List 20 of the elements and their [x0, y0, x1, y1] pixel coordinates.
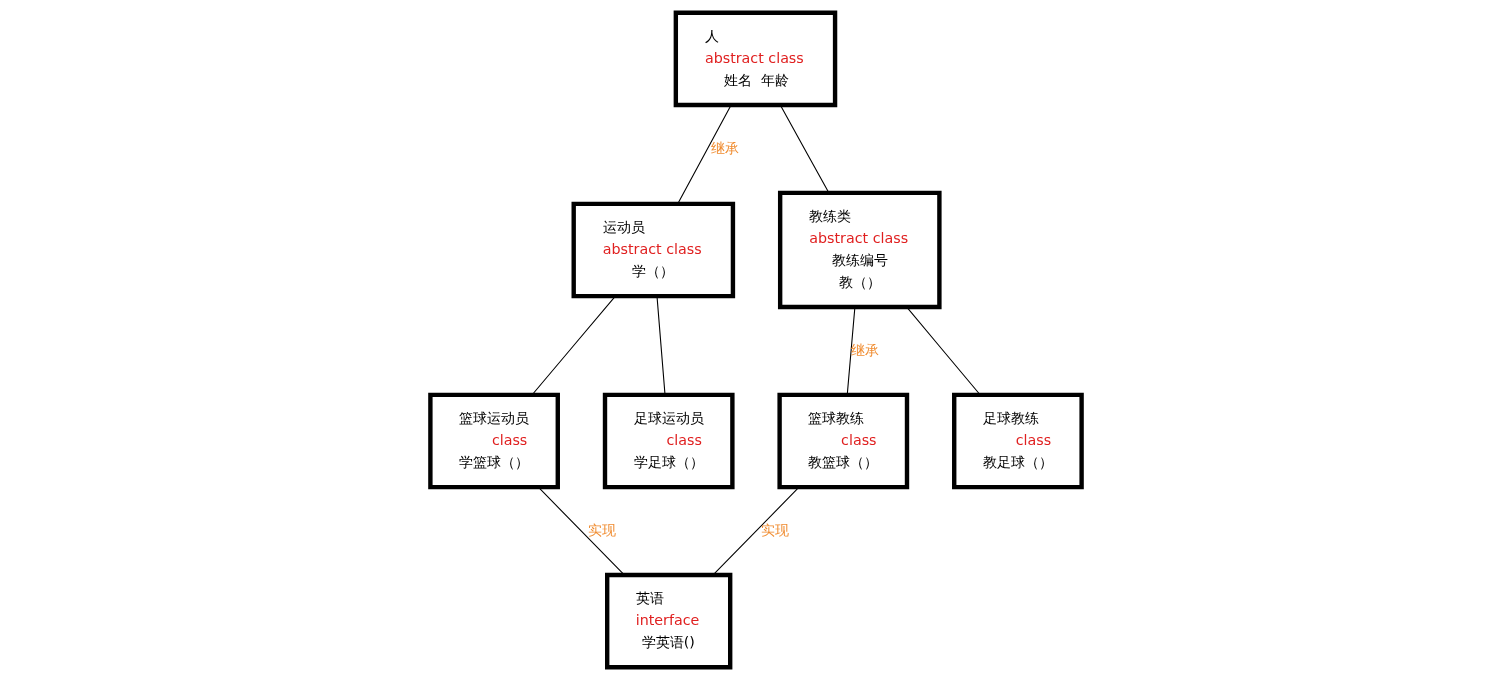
connector — [676, 104, 732, 205]
edge-label: 继承 — [710, 139, 739, 156]
node-box: 运动员 abstract class 学（） — [571, 201, 735, 299]
node-box: 教练类 abstract class 教练编号 教（） — [777, 190, 942, 310]
node-box: 篮球教练 class 教篮球（） — [776, 392, 909, 490]
connector — [655, 295, 666, 396]
node-box: 足球教练 class 教足球（） — [951, 392, 1084, 490]
node-box: 人 abstract class 姓名 年龄 — [673, 10, 837, 108]
edge-label: 继承 — [850, 341, 879, 358]
node-box: 足球运动员 class 学足球（） — [602, 392, 735, 490]
edge-label: 实现 — [587, 521, 616, 538]
connector — [531, 295, 616, 396]
connector — [537, 486, 625, 576]
connector — [846, 306, 855, 396]
connector — [905, 306, 981, 396]
node-box: 英语 interface 学英语() — [604, 572, 732, 670]
connector — [712, 486, 799, 576]
connector — [779, 104, 829, 194]
node-box: 篮球运动员 class 学篮球（） — [427, 392, 560, 490]
edge-label: 实现 — [760, 521, 789, 538]
